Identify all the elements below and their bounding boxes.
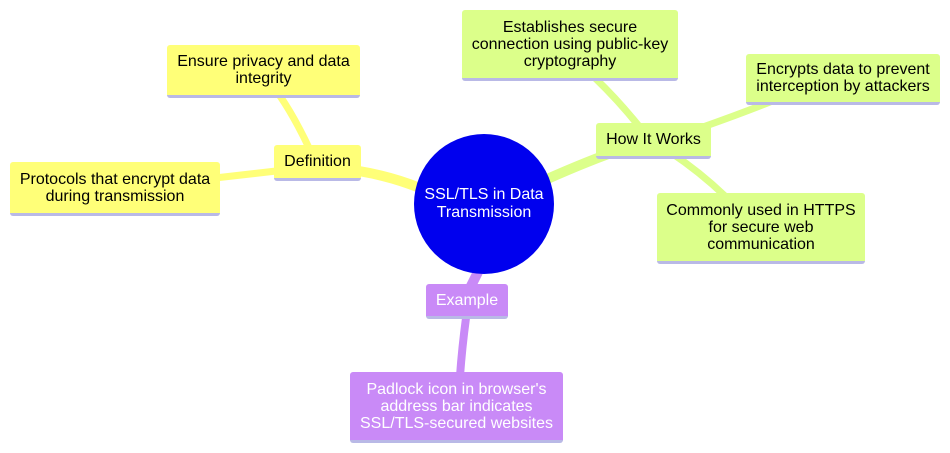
node-definition[interactable]: Definition bbox=[274, 145, 361, 181]
node-commonly-used[interactable]: Commonly used in HTTPS for secure web co… bbox=[657, 193, 865, 264]
root-node-label: SSL/TLS in Data Transmission bbox=[424, 186, 544, 221]
edge-example-padlock bbox=[456, 314, 470, 380]
node-encrypts-label: Encrypts data to prevent interception by… bbox=[756, 61, 930, 95]
node-padlock[interactable]: Padlock icon in browser's address bar in… bbox=[350, 372, 563, 443]
node-commonly-used-label: Commonly used in HTTPS for secure web co… bbox=[666, 201, 856, 253]
node-establishes-label: Establishes secure connection using publ… bbox=[471, 18, 669, 70]
node-protocols[interactable]: Protocols that encrypt data during trans… bbox=[10, 162, 220, 216]
node-protocols-label: Protocols that encrypt data during trans… bbox=[19, 170, 211, 205]
node-ensure-privacy[interactable]: Ensure privacy and data integrity bbox=[167, 45, 360, 98]
root-node[interactable]: SSL/TLS in Data Transmission bbox=[414, 134, 554, 274]
node-how-it-works[interactable]: How It Works bbox=[596, 123, 711, 159]
node-definition-label: Definition bbox=[284, 153, 351, 170]
node-how-it-works-label: How It Works bbox=[606, 131, 701, 148]
node-padlock-label: Padlock icon in browser's address bar in… bbox=[360, 380, 553, 432]
node-ensure-privacy-label: Ensure privacy and data integrity bbox=[177, 53, 350, 87]
node-establishes[interactable]: Establishes secure connection using publ… bbox=[462, 10, 678, 81]
node-example[interactable]: Example bbox=[426, 284, 508, 319]
node-example-label: Example bbox=[435, 291, 499, 309]
node-encrypts[interactable]: Encrypts data to prevent interception by… bbox=[746, 54, 940, 105]
edge-definition-privacy bbox=[276, 92, 314, 154]
